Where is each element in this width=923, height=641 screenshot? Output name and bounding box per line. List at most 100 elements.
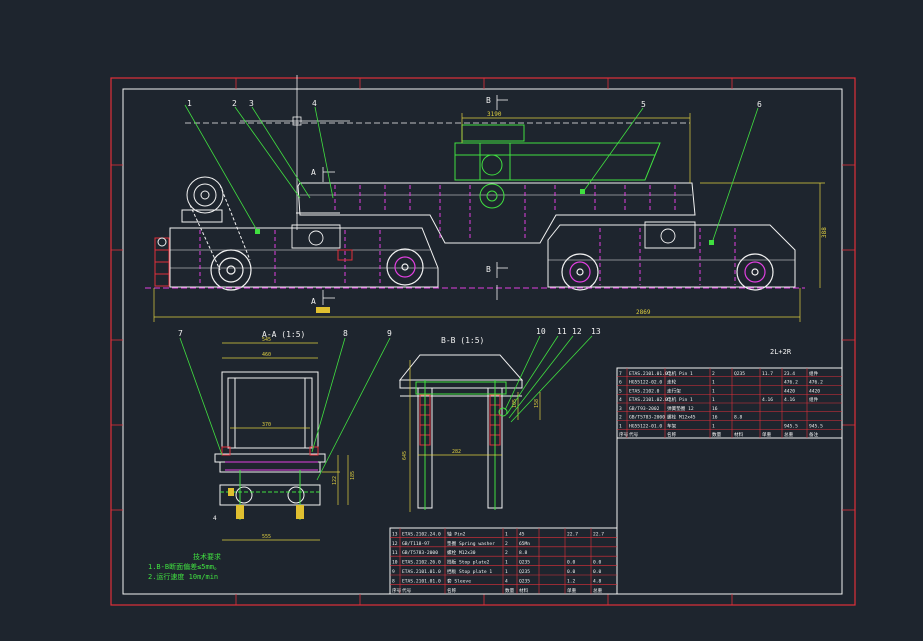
parts-upper-cell: 16 bbox=[712, 406, 718, 412]
label-2l2r: 2L+2R bbox=[770, 348, 792, 356]
parts-upper-cell: 4.16 bbox=[762, 397, 773, 403]
lower-chassis-right bbox=[547, 224, 796, 288]
parts-lower-cell: 13 bbox=[392, 531, 398, 537]
main-leader-lines bbox=[184, 104, 759, 244]
balloon-9: 9 bbox=[387, 329, 392, 338]
parts-upper-cell: ETAS.2101.02.0 bbox=[629, 397, 668, 403]
parts-lower-cell: 9 bbox=[392, 569, 395, 575]
section-mark-b-top: B bbox=[486, 96, 491, 105]
parts-upper-cell: 5 bbox=[619, 388, 622, 394]
parts-upper-cell: 2 bbox=[712, 371, 715, 377]
parts-lower-cell: 8.8 bbox=[519, 550, 528, 556]
parts-upper-cell: 945.5 bbox=[809, 423, 823, 429]
parts-upper-cell: GB/T93-2002 bbox=[629, 406, 660, 412]
chain-drive bbox=[181, 176, 251, 271]
dim-total-length: 2869 bbox=[636, 309, 651, 316]
parts-lower-cell: ETAS.2101.01.0 bbox=[402, 578, 441, 584]
parts-upper-cell: 2 bbox=[619, 415, 622, 421]
dim-bb-side2: 158 bbox=[534, 399, 540, 408]
parts-lower-cell: 螺栓 M12x30 bbox=[447, 549, 476, 556]
parts-upper-cell: 走行架 bbox=[667, 387, 681, 394]
parts-lower-cell: GB/T118-97 bbox=[402, 541, 430, 547]
parts-upper-header-cell: 序号 bbox=[619, 431, 629, 438]
parts-upper-cell: 476.2 bbox=[784, 380, 798, 386]
parts-upper-cell: 476.2 bbox=[809, 380, 823, 386]
section-mark-b-bottom: B bbox=[486, 265, 491, 274]
parts-upper-header-cell: 单重 bbox=[762, 431, 772, 438]
parts-lower-header-cell: 材料 bbox=[519, 587, 529, 594]
balloon-11: 11 bbox=[557, 327, 567, 336]
parts-upper-header-cell: 备注 bbox=[809, 431, 819, 438]
dim-aa-w2: 460 bbox=[262, 352, 271, 358]
parts-upper-cell: HG55122-02.0 bbox=[629, 380, 662, 386]
parts-upper-cell: 11.7 bbox=[762, 371, 773, 377]
section-aa-label: A-A (1:5) bbox=[262, 330, 305, 339]
parts-lower-cell: 4.8 bbox=[593, 578, 602, 584]
parts-upper-cell: ETAS.2102.0 bbox=[629, 388, 660, 394]
parts-upper-cell: 电机 Pin 1 bbox=[667, 370, 693, 377]
notes-title: 技术要求 bbox=[193, 552, 221, 561]
parts-upper-header-cell: 数量 bbox=[712, 431, 722, 438]
parts-lower-cell: 0.0 bbox=[593, 560, 602, 566]
parts-lower-cell: 1.2 bbox=[567, 578, 576, 584]
balloon-2: 2 bbox=[232, 99, 237, 108]
section-mark-a-bottom: A bbox=[311, 297, 316, 306]
hopper-assembly bbox=[454, 124, 661, 209]
parts-upper-cell: 1 bbox=[712, 397, 715, 403]
section-bb-label: B-B (1:5) bbox=[441, 336, 484, 345]
parts-upper-cell: 组件 bbox=[809, 396, 819, 403]
parts-lower-cell: 2 bbox=[505, 541, 508, 547]
dim-aa-bottom: 555 bbox=[262, 534, 271, 540]
parts-upper-cell: 组件 bbox=[809, 370, 819, 377]
parts-lower-cell: 2 bbox=[505, 550, 508, 556]
parts-upper-cell: 8.8 bbox=[734, 415, 743, 421]
parts-upper-cell: ETAS.2101.01.0 bbox=[629, 371, 668, 377]
dim-aa-right: 185 bbox=[350, 471, 356, 480]
parts-lower-cell: 垫圈 Spring washer bbox=[447, 540, 495, 547]
parts-lower-header-cell: 总重 bbox=[593, 587, 603, 594]
dim-aa-inner: 370 bbox=[262, 422, 271, 428]
parts-upper-header-cell: 名称 bbox=[667, 431, 677, 438]
detail-yellow bbox=[316, 307, 330, 313]
balloon-8: 8 bbox=[343, 329, 348, 338]
crosshair-box bbox=[292, 116, 302, 126]
balloon-3: 3 bbox=[249, 99, 254, 108]
balloon-10: 10 bbox=[536, 327, 546, 336]
parts-lower-cell: 0.0 bbox=[593, 569, 602, 575]
parts-upper-cell: 电机 Pin 1 bbox=[667, 396, 693, 403]
parts-lower-cell: Q235 bbox=[519, 569, 530, 575]
frame-zone-ticks bbox=[111, 78, 855, 605]
parts-lower-cell: 8 bbox=[392, 578, 395, 584]
dim-aa-right2: 122 bbox=[332, 476, 338, 485]
dim-bb-h: 645 bbox=[402, 451, 408, 460]
parts-upper-cell: 6 bbox=[619, 380, 622, 386]
parts-upper-cell: 1 bbox=[619, 423, 622, 429]
sheet-outer-frame bbox=[110, 77, 856, 606]
parts-lower-cell: 轴 Pin2 bbox=[447, 530, 466, 537]
parts-upper-header-cell: 材料 bbox=[734, 431, 744, 438]
parts-lower-cell: GB/T5783-2000 bbox=[402, 550, 438, 556]
parts-upper-cell: 4 bbox=[619, 397, 622, 403]
parts-lower-cell: ETAS.2102.26.0 bbox=[402, 560, 441, 566]
balloon-4: 4 bbox=[312, 99, 317, 108]
parts-upper-cell: 1 bbox=[712, 380, 715, 386]
balloon-5: 5 bbox=[641, 100, 646, 109]
parts-upper-cell: 16 bbox=[712, 415, 718, 421]
parts-upper-cell: 车架 bbox=[667, 422, 677, 429]
parts-lower-header-cell: 名称 bbox=[447, 587, 457, 594]
main-dimension-lines bbox=[153, 113, 825, 322]
parts-upper-cell: HG55122-01.0 bbox=[629, 423, 662, 429]
parts-lower-cell: Q235 bbox=[519, 560, 530, 566]
parts-upper-header-cell: 代号 bbox=[629, 431, 639, 438]
parts-lower-header-cell: 序号 bbox=[392, 587, 402, 594]
parts-lower-cell: 挡板 Stop plate 1 bbox=[447, 568, 492, 575]
parts-upper-cell: 走轮 bbox=[667, 379, 677, 386]
parts-upper-cell: 弹簧垫圈 12 bbox=[667, 405, 694, 412]
upper-frame-outline bbox=[297, 182, 696, 244]
parts-lower-cell: 1 bbox=[505, 531, 508, 537]
balloon-1: 1 bbox=[187, 99, 192, 108]
parts-lower-cell: 10 bbox=[392, 560, 398, 566]
parts-lower-cell: 套 Sleeve bbox=[447, 577, 471, 584]
